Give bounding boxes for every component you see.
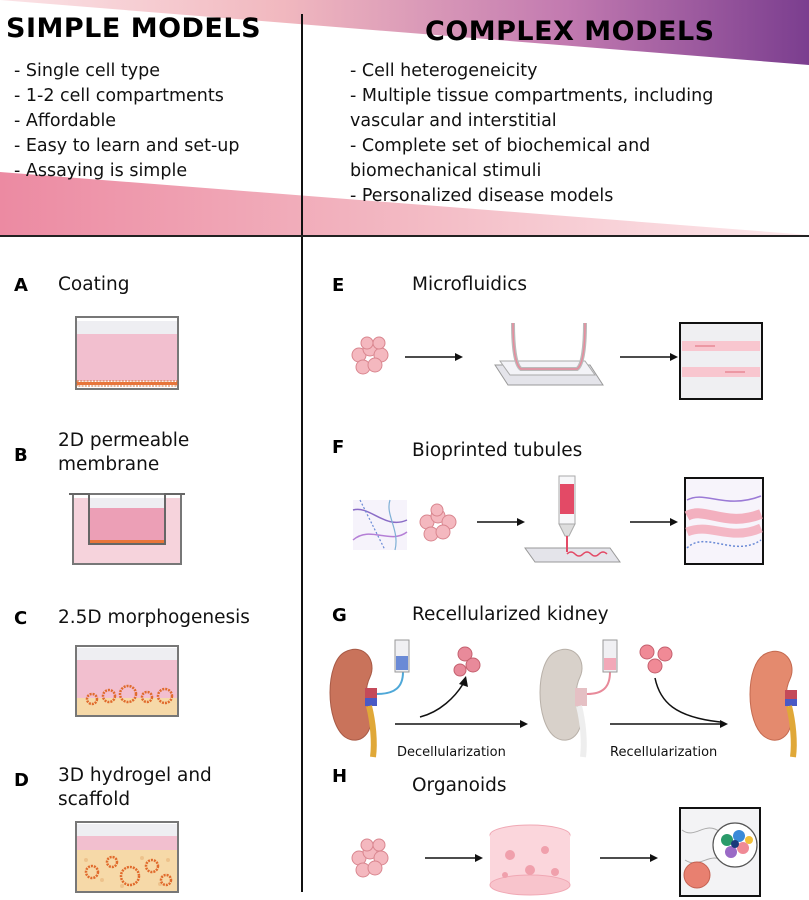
panel-c-title: 2.5D morphogenesis xyxy=(58,607,250,628)
panel-h-title: Organoids xyxy=(412,775,507,796)
bioprinted-tubules-diagram xyxy=(352,475,764,565)
panel-d-title-line1: 3D hydrogel and xyxy=(58,765,212,786)
panel-f-letter: F xyxy=(332,437,345,458)
panel-b-title-line2: membrane xyxy=(58,454,160,475)
simple-bullet: - Single cell type xyxy=(14,61,161,81)
panel-h-letter: H xyxy=(332,766,348,787)
panel-e-title: Microfluidics xyxy=(412,274,528,295)
recellularization-label: Recellularization xyxy=(610,745,718,760)
complex-bullet: - Complete set of biochemical and xyxy=(350,136,651,156)
complexity-gradient-graphics xyxy=(0,0,809,235)
complex-models-title: COMPLEX MODELS xyxy=(425,16,715,47)
simple-bullet: - 1-2 cell compartments xyxy=(14,86,224,106)
panel-f-title: Bioprinted tubules xyxy=(412,440,583,461)
complex-bullet: - Personalized disease models xyxy=(350,186,614,206)
recellularized-kidney-diagram xyxy=(329,639,797,758)
morphogenesis-well-icon xyxy=(75,645,179,717)
simplicity-decrease-wedge xyxy=(0,172,809,235)
simple-bullet: - Affordable xyxy=(14,111,117,131)
organoids-diagram xyxy=(351,807,761,897)
hydrogel-scaffold-well-icon xyxy=(75,821,179,893)
panel-e-letter: E xyxy=(332,275,345,296)
microfluidics-diagram xyxy=(351,322,763,400)
simple-bullet: - Easy to learn and set-up xyxy=(14,136,240,156)
horizontal-divider xyxy=(0,235,809,237)
panel-g-letter: G xyxy=(332,605,347,626)
complex-bullet: vascular and interstitial xyxy=(350,111,557,131)
complexity-increase-wedge xyxy=(0,0,809,65)
panel-a-letter: A xyxy=(14,275,28,296)
coating-well-icon xyxy=(75,316,179,390)
complex-bullet: - Cell heterogeneicity xyxy=(350,61,538,81)
panel-a-title: Coating xyxy=(58,274,130,295)
simple-bullet: - Assaying is simple xyxy=(14,161,188,181)
vertical-divider xyxy=(301,14,303,892)
panel-b-letter: B xyxy=(14,445,28,466)
permeable-membrane-well-icon xyxy=(69,493,185,565)
panel-g-title: Recellularized kidney xyxy=(412,604,609,625)
panel-d-letter: D xyxy=(14,770,29,791)
panel-d-title-line2: scaffold xyxy=(58,789,131,810)
cell-cluster-icon xyxy=(351,336,389,375)
complex-models-list: - Cell heterogeneicity - Multiple tissue… xyxy=(350,59,713,209)
simple-models-title: SIMPLE MODELS xyxy=(6,13,262,44)
complex-bullet: - Multiple tissue compartments, includin… xyxy=(350,86,714,106)
panel-c-letter: C xyxy=(14,608,28,629)
decellularization-label: Decellularization xyxy=(397,745,506,760)
simple-models-list: - Single cell type - 1-2 cell compartmen… xyxy=(14,59,239,184)
panel-b-title-line1: 2D permeable xyxy=(58,430,190,451)
complex-bullet: biomechanical stimuli xyxy=(350,161,542,181)
